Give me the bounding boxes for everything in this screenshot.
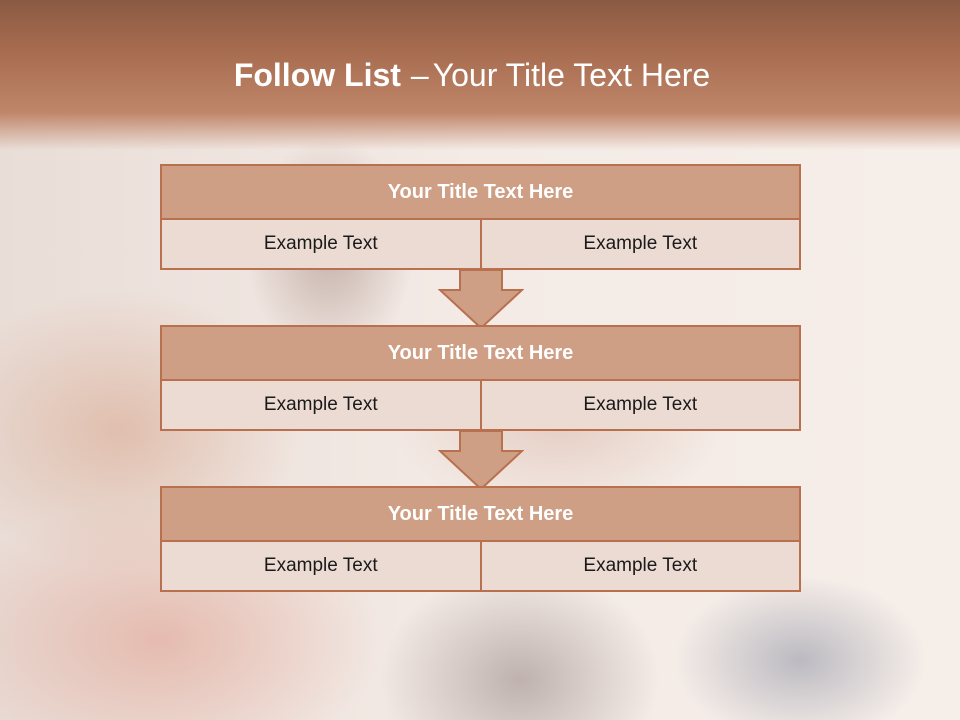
block-cell-right: Example Text xyxy=(479,542,800,590)
slide-title-separator: – xyxy=(410,57,429,93)
down-arrow-icon xyxy=(438,431,524,491)
list-block-1: Your Title Text Here Example Text Exampl… xyxy=(160,164,801,270)
block-row: Example Text Example Text xyxy=(160,542,801,592)
title-band xyxy=(0,0,960,150)
down-arrow-icon xyxy=(438,270,524,330)
list-block-2: Your Title Text Here Example Text Exampl… xyxy=(160,325,801,431)
block-cell-left: Example Text xyxy=(263,555,378,576)
block-cell-left: Example Text xyxy=(263,233,378,254)
block-row: Example Text Example Text xyxy=(160,220,801,270)
block-cell-right: Example Text xyxy=(479,381,800,429)
block-row: Example Text Example Text xyxy=(160,381,801,431)
block-title: Your Title Text Here xyxy=(160,164,801,220)
block-title: Your Title Text Here xyxy=(160,325,801,381)
block-cell-left: Example Text xyxy=(263,394,378,415)
block-title: Your Title Text Here xyxy=(160,486,801,542)
block-cell-right: Example Text xyxy=(479,220,800,268)
slide-title-rest: Your Title Text Here xyxy=(432,57,711,93)
slide-title: Follow List–Your Title Text Here xyxy=(0,52,952,98)
slide-title-bold: Follow List xyxy=(233,57,401,93)
list-block-3: Your Title Text Here Example Text Exampl… xyxy=(160,486,801,592)
